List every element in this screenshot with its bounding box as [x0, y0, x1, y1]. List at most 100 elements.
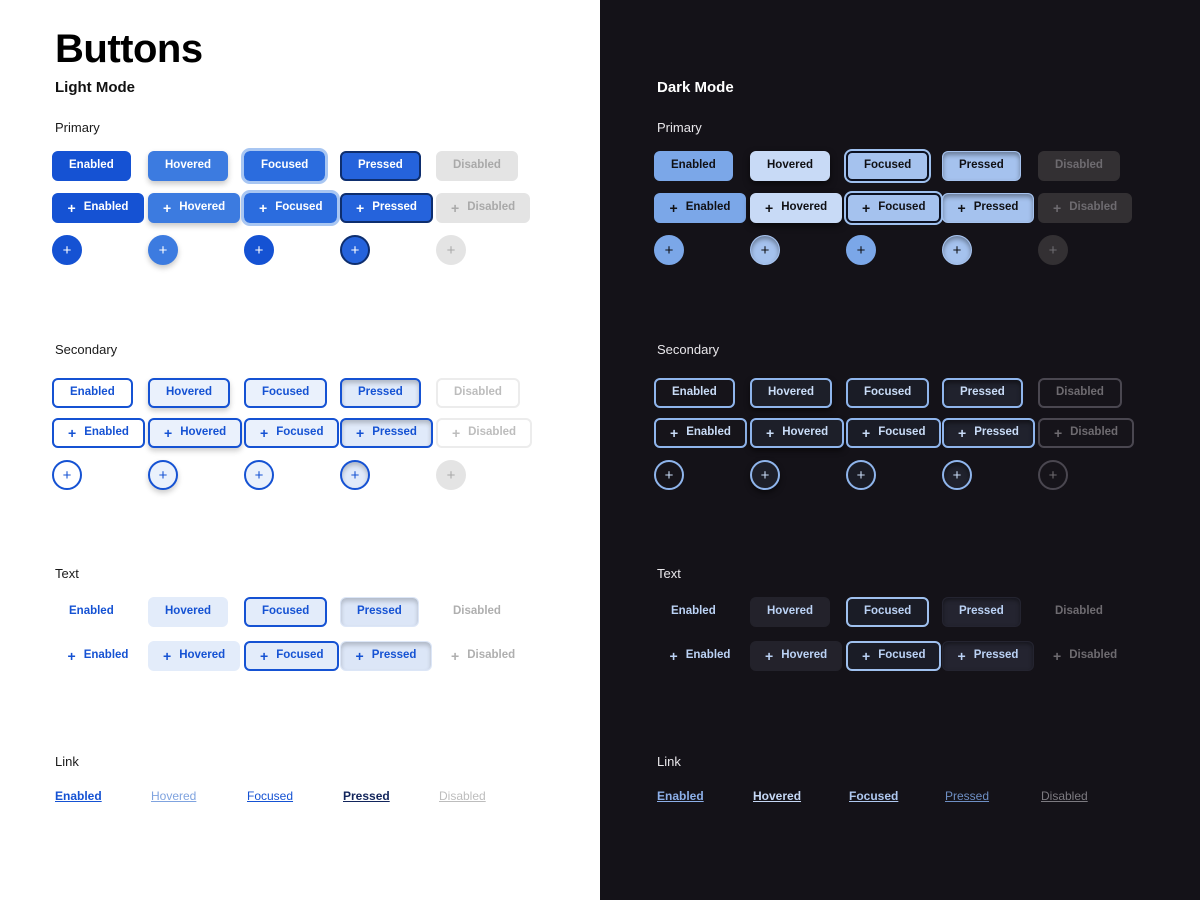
dark-primary-icon-pressed-button[interactable]: +Pressed — [942, 193, 1034, 223]
slot-disabled: +Disabled — [1038, 193, 1134, 223]
light-secondary-enabled-button[interactable]: Enabled — [52, 378, 133, 408]
dark-secondary-circle-enabled-button[interactable]: + — [654, 460, 684, 490]
dark-link-hovered[interactable]: Hovered — [753, 789, 802, 803]
light-link-pressed[interactable]: Pressed — [343, 789, 390, 803]
dark-secondary-enabled-button[interactable]: Enabled — [654, 378, 735, 408]
plus-icon: + — [259, 200, 268, 216]
button-label: Focused — [878, 649, 926, 662]
button-label: Pressed — [974, 426, 1019, 439]
plus-icon: + — [356, 200, 365, 216]
dark-text-hovered-button[interactable]: Hovered — [750, 597, 831, 627]
light-primary-circle-pressed-button[interactable]: + — [340, 235, 370, 265]
dark-primary-icon-enabled-button[interactable]: +Enabled — [654, 193, 746, 223]
plus-icon: + — [1053, 425, 1063, 441]
plus-icon: + — [67, 200, 76, 216]
dark-primary-circle-enabled-button[interactable]: + — [654, 235, 684, 265]
dark-secondary-icon-enabled-button[interactable]: +Enabled — [654, 418, 747, 448]
light-link-row: Enabled Hovered Focused Pressed Disabled — [55, 789, 535, 803]
light-text-icon-pressed-button[interactable]: +Pressed — [340, 641, 432, 671]
light-secondary-circle-pressed-button[interactable]: + — [340, 460, 370, 490]
light-secondary-icon-enabled-button[interactable]: +Enabled — [52, 418, 145, 448]
light-secondary-icon-hovered-button[interactable]: +Hovered — [148, 418, 243, 448]
light-primary-hovered-button[interactable]: Hovered — [148, 151, 229, 181]
light-primary-circle-hovered-button[interactable]: + — [148, 235, 178, 265]
light-primary-icon-enabled-button[interactable]: +Enabled — [52, 193, 144, 223]
light-secondary-circle-enabled-button[interactable]: + — [52, 460, 82, 490]
plus-icon: + — [1053, 648, 1062, 664]
dark-primary-hovered-button[interactable]: Hovered — [750, 151, 831, 181]
light-primary-circle-focused-button[interactable]: + — [244, 235, 274, 265]
light-secondary-circle-focused-button[interactable]: + — [244, 460, 274, 490]
dark-primary-icon-hovered-button[interactable]: +Hovered — [750, 193, 843, 223]
slot-pressed: +Pressed — [340, 418, 436, 448]
dark-primary-circle-focused-button[interactable]: + — [846, 235, 876, 265]
dark-link-enabled[interactable]: Enabled — [657, 789, 704, 803]
dark-text-icon-hovered-button[interactable]: +Hovered — [750, 641, 843, 671]
dark-primary-focused-button[interactable]: Focused — [843, 149, 932, 183]
dark-text-focused-button[interactable]: Focused — [846, 597, 930, 627]
light-primary-icon-pressed-button[interactable]: +Pressed — [340, 193, 433, 223]
dark-link-focused[interactable]: Focused — [849, 789, 899, 803]
slot-disabled: Disabled — [436, 597, 532, 627]
light-text-icon-focused-button[interactable]: +Focused — [244, 641, 340, 671]
plus-icon: + — [765, 648, 774, 664]
light-text-focused-button[interactable]: Focused — [244, 597, 328, 627]
light-primary-enabled-button[interactable]: Enabled — [52, 151, 131, 181]
light-text-icon-hovered-button[interactable]: +Hovered — [148, 641, 241, 671]
light-text-pressed-button[interactable]: Pressed — [340, 597, 419, 627]
light-primary-icon-focused-button[interactable]: +Focused — [240, 190, 341, 226]
button-label: Pressed — [973, 201, 1019, 214]
light-secondary-icon-pressed-button[interactable]: +Pressed — [340, 418, 433, 448]
slot-hovered: +Hovered — [148, 641, 244, 671]
dark-secondary-circle-hovered-button[interactable]: + — [750, 460, 780, 490]
slot-focused: + — [244, 235, 340, 265]
slot-pressed: Pressed — [942, 151, 1038, 181]
dark-secondary-icon-focused-button[interactable]: +Focused — [846, 418, 942, 448]
light-text-hovered-button[interactable]: Hovered — [148, 597, 229, 627]
dark-secondary-circle-focused-button[interactable]: + — [846, 460, 876, 490]
slot-hovered: Hovered — [753, 789, 849, 803]
button-label: Pressed — [973, 649, 1019, 662]
slot-pressed: +Pressed — [942, 193, 1038, 223]
dark-text-icon-enabled-button[interactable]: +Enabled — [654, 641, 746, 671]
dark-primary-icon-focused-button[interactable]: +Focused — [843, 191, 944, 225]
light-link-focused[interactable]: Focused — [247, 789, 294, 803]
slot-enabled: Enabled — [654, 151, 750, 181]
light-secondary-hovered-button[interactable]: Hovered — [148, 378, 231, 408]
dark-text-icon-pressed-button[interactable]: +Pressed — [942, 641, 1034, 671]
button-label: Disabled — [1070, 426, 1119, 439]
dark-secondary-hovered-button[interactable]: Hovered — [750, 378, 833, 408]
slot-hovered: Hovered — [148, 378, 244, 408]
dark-secondary-pressed-button[interactable]: Pressed — [942, 378, 1023, 408]
plus-icon: + — [669, 648, 678, 664]
light-primary-circle-enabled-button[interactable]: + — [52, 235, 82, 265]
dark-secondary-circle-pressed-button[interactable]: + — [942, 460, 972, 490]
light-secondary-circle-disabled-button: + — [436, 460, 466, 490]
dark-secondary-icon-hovered-button[interactable]: +Hovered — [750, 418, 845, 448]
light-primary-pressed-button[interactable]: Pressed — [340, 151, 421, 181]
light-secondary-icon-focused-button[interactable]: +Focused — [244, 418, 340, 448]
light-primary-icon-hovered-button[interactable]: +Hovered — [148, 193, 241, 223]
light-primary-focused-button[interactable]: Focused — [240, 148, 329, 184]
slot-enabled: Enabled — [654, 597, 750, 627]
light-secondary-pressed-button[interactable]: Pressed — [340, 378, 421, 408]
dark-text-pressed-button[interactable]: Pressed — [942, 597, 1021, 627]
dark-primary-pressed-button[interactable]: Pressed — [942, 151, 1021, 181]
light-link-hovered[interactable]: Hovered — [151, 789, 197, 803]
dark-text-icon-focused-button[interactable]: +Focused — [846, 641, 942, 671]
dark-text-enabled-button[interactable]: Enabled — [654, 597, 733, 627]
dark-primary-enabled-button[interactable]: Enabled — [654, 151, 733, 181]
slot-disabled: Disabled — [1038, 151, 1134, 181]
dark-secondary-focused-button[interactable]: Focused — [846, 378, 930, 408]
light-primary-icon-row: +Enabled +Hovered +Focused +Pressed +Dis… — [52, 190, 532, 226]
light-text-icon-enabled-button[interactable]: +Enabled — [52, 641, 144, 671]
dark-secondary-icon-pressed-button[interactable]: +Pressed — [942, 418, 1035, 448]
light-text-enabled-button[interactable]: Enabled — [52, 597, 131, 627]
dark-primary-circle-hovered-button[interactable]: + — [750, 235, 780, 265]
light-link-enabled[interactable]: Enabled — [55, 789, 102, 803]
dark-link-pressed[interactable]: Pressed — [945, 789, 990, 803]
dark-primary-circle-pressed-button[interactable]: + — [942, 235, 972, 265]
light-secondary-circle-hovered-button[interactable]: + — [148, 460, 178, 490]
slot-pressed: Pressed — [942, 378, 1038, 408]
light-secondary-focused-button[interactable]: Focused — [244, 378, 328, 408]
